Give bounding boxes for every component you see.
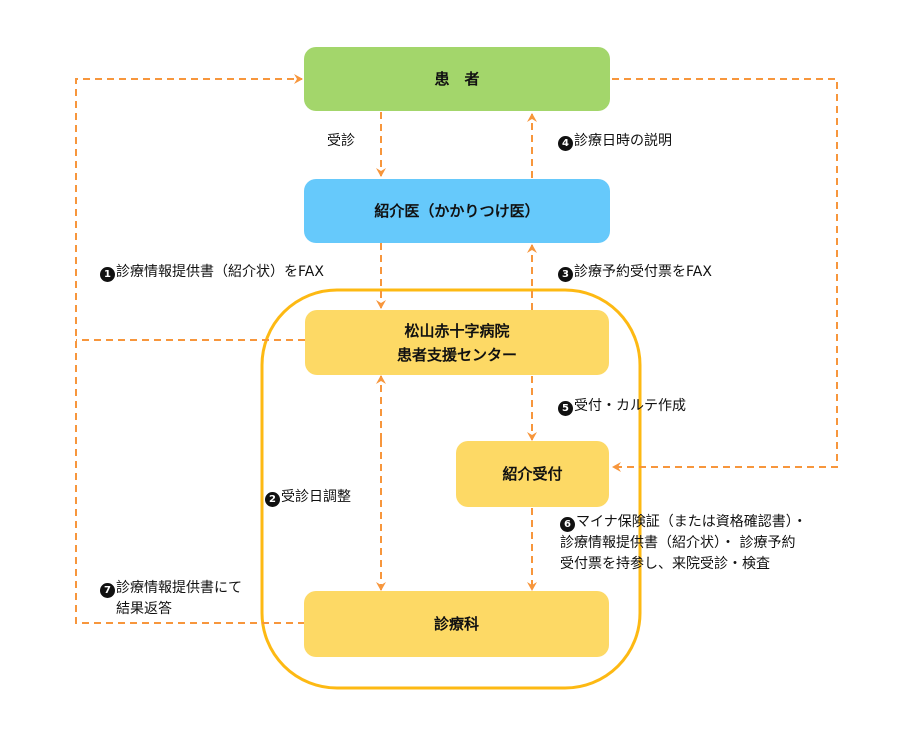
patient-node-label: 患 者: [434, 70, 480, 88]
arrow-patient-to-reception: [612, 78, 838, 472]
support-center-label-line1: 松山赤十字病院: [404, 321, 510, 340]
step6-line1-text: マイナ保険証（または資格確認書）・: [576, 514, 807, 530]
step6-line2: 診療情報提供書（紹介状）・ 診療予約: [560, 535, 796, 551]
step2-number-badge: 2: [265, 492, 280, 507]
referral-reception-node: 紹介受付: [456, 441, 609, 507]
step3-text: 診療予約受付票をFAX: [574, 264, 712, 280]
step3-number-badge: 3: [558, 267, 573, 282]
step1-text: 診療情報提供書（紹介状）をFAX: [116, 264, 324, 280]
hospital-boundary: [260, 288, 642, 690]
step6-line3: 受付票を持参し、来院受診・検査: [560, 556, 770, 572]
step7-line2: 結果返答: [116, 601, 172, 617]
support-center-node: 松山赤十字病院 患者支援センター: [305, 310, 609, 375]
referring-doctor-node: 紹介医（かかりつけ医）: [304, 179, 610, 243]
department-label: 診療科: [433, 615, 479, 633]
step1-number-badge: 1: [100, 267, 115, 282]
arrow-step7: [75, 74, 305, 624]
step7-line1-text: 診療情報提供書にて: [116, 580, 242, 596]
step5-number-badge: 5: [558, 401, 573, 416]
step5-text: 受付・カルテ作成: [574, 398, 686, 414]
step7-number-badge: 7: [100, 583, 115, 598]
referring-doctor-label: 紹介医（かかりつけ医）: [374, 202, 540, 220]
label-visit: 受診: [327, 131, 355, 151]
referral-reception-label: 紹介受付: [502, 465, 563, 483]
label-visit-text: 受診: [327, 133, 355, 149]
step2-text: 受診日調整: [281, 489, 351, 505]
step6-number-badge: 6: [560, 517, 575, 532]
patient-node: 患 者: [304, 47, 610, 111]
department-node: 診療科: [304, 591, 609, 657]
support-center-label-line2: 患者支援センター: [396, 345, 517, 364]
step4-text: 診療日時の説明: [574, 133, 672, 149]
step4-number-badge: 4: [558, 136, 573, 151]
